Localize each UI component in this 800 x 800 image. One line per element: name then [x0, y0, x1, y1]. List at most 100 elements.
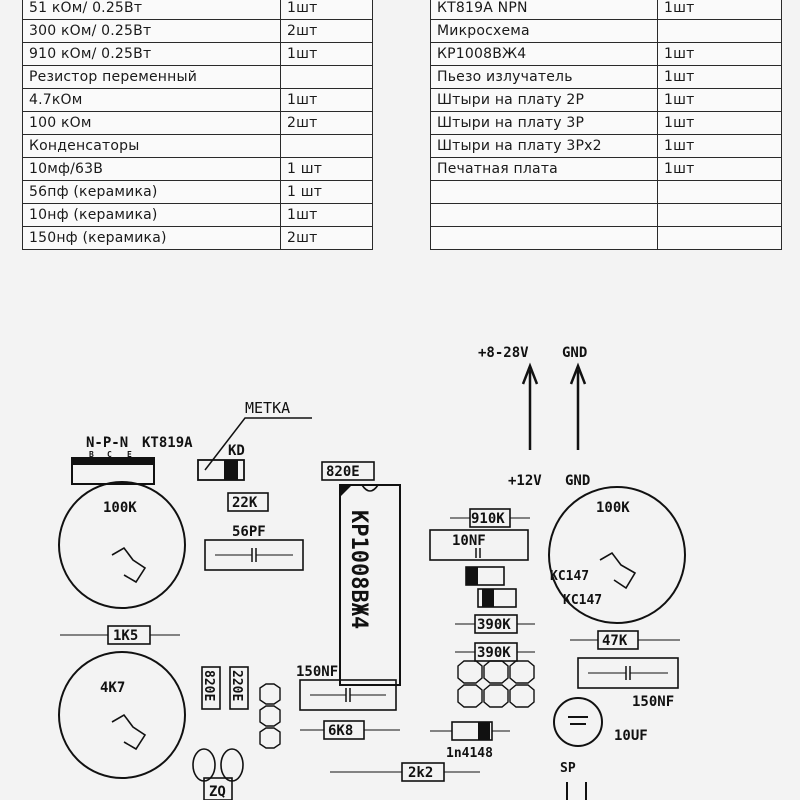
pot-left-top-wiper — [111, 546, 147, 584]
label-100k-left: 100K — [103, 500, 137, 516]
resistor-47k — [597, 630, 639, 650]
pot-right-wiper — [599, 551, 637, 590]
item-qty — [657, 180, 782, 204]
label-10nf: 10NF — [452, 533, 486, 549]
label-kc147-a: KC147 — [550, 569, 589, 584]
pot-left-top — [58, 481, 186, 609]
label-gnd-top: GND — [562, 345, 587, 361]
resistor-820e-vertical — [201, 666, 221, 710]
label-22k: 22K — [232, 495, 258, 511]
label-2k2: 2k2 — [408, 765, 433, 781]
item-name: 10мф/63В — [22, 157, 281, 181]
item-name: 150нф (керамика) — [22, 226, 281, 250]
item-qty: 1шт — [657, 111, 782, 135]
capacitor-10nf — [429, 529, 529, 561]
item-name: 10нф (керамика) — [22, 203, 281, 227]
pin-header-grid — [457, 660, 535, 708]
item-qty: 2шт — [280, 226, 373, 250]
item-name: Конденсаторы — [22, 134, 281, 158]
diode-kd-band — [224, 460, 238, 480]
pot-left-bottom-wiper — [111, 713, 147, 751]
item-name: 100 кОм — [22, 111, 281, 135]
item-name — [430, 203, 658, 227]
resistor-2k2 — [401, 762, 445, 782]
label-kt819a: КТ819А — [142, 435, 193, 451]
ic-notch — [361, 484, 379, 492]
capacitor-10uf — [553, 697, 603, 747]
diode-kd-body — [197, 459, 245, 481]
item-qty: 1шт — [280, 0, 373, 20]
label-4k7: 4K7 — [100, 680, 125, 696]
item-qty: 2шт — [280, 19, 373, 43]
label-vplus: +8-28V — [478, 345, 529, 361]
label-kd: KD — [228, 443, 245, 459]
resistor-6k8 — [323, 720, 365, 740]
label-910k: 910K — [471, 511, 505, 527]
resistor-390k-a — [474, 614, 518, 634]
capacitor-56pf — [204, 539, 304, 571]
zq-pad-1 — [192, 748, 216, 782]
label-1n4148: 1n4148 — [446, 746, 493, 761]
table-row: 150нф (керамика)2шт — [22, 226, 373, 250]
arrowhead-gnd — [569, 362, 587, 385]
pin-e: E — [127, 450, 132, 459]
item-qty: 1шт — [280, 88, 373, 112]
item-name: Печатная плата — [430, 157, 658, 181]
table-row: Резистор переменный — [22, 65, 373, 89]
item-qty — [657, 226, 782, 250]
label-metka: МЕТКА — [245, 399, 290, 417]
item-name: Штыри на плату 3Р — [430, 111, 658, 135]
label-12v: +12V — [508, 473, 542, 489]
resistor-1k5 — [107, 625, 151, 645]
label-zq: ZQ — [209, 784, 226, 800]
transistor-heatsink — [72, 458, 154, 465]
label-kc147-b: KC147 — [563, 593, 602, 608]
item-qty — [657, 203, 782, 227]
label-100k-right: 100K — [596, 500, 630, 516]
label-390k-a: 390K — [477, 617, 511, 633]
zq-outline — [203, 777, 233, 800]
item-qty: 1шт — [657, 42, 782, 66]
label-820e-v: 820E — [201, 670, 216, 701]
resistor-910k — [469, 508, 511, 528]
label-1k5: 1K5 — [113, 628, 138, 644]
table-row: 10нф (керамика)1шт — [22, 203, 373, 227]
pin-header-2 — [259, 705, 281, 727]
resistor-22k — [227, 492, 269, 512]
label-820e-top: 820E — [326, 464, 360, 480]
item-name: Штыри на плату 3Рх2 — [430, 134, 658, 158]
item-name — [430, 226, 658, 250]
label-gnd-mid: GND — [565, 473, 590, 489]
label-390k-b: 390K — [477, 645, 511, 661]
item-qty: 1шт — [280, 203, 373, 227]
label-6k8: 6K8 — [328, 723, 353, 739]
label-220e-v: 220E — [229, 670, 244, 701]
label-56pf: 56PF — [232, 524, 266, 540]
ic-pin1-marker — [340, 485, 352, 497]
label-150nf-left: 150NF — [296, 664, 338, 680]
pin-header-3 — [259, 727, 281, 749]
item-qty — [657, 19, 782, 43]
label-sp: SP — [560, 761, 576, 776]
pin-c: C — [107, 450, 112, 459]
pot-right — [548, 486, 686, 624]
label-150nf-right: 150NF — [632, 694, 674, 710]
ic-outline — [339, 484, 401, 686]
pin-header-1 — [259, 683, 281, 705]
arrowhead-plus — [521, 362, 539, 385]
item-name: 56пф (керамика) — [22, 180, 281, 204]
label-47k: 47K — [602, 633, 628, 649]
item-name: 51 кОм/ 0.25Вт — [22, 0, 281, 20]
resistor-220e-vertical — [229, 666, 249, 710]
item-qty: 1шт — [657, 157, 782, 181]
